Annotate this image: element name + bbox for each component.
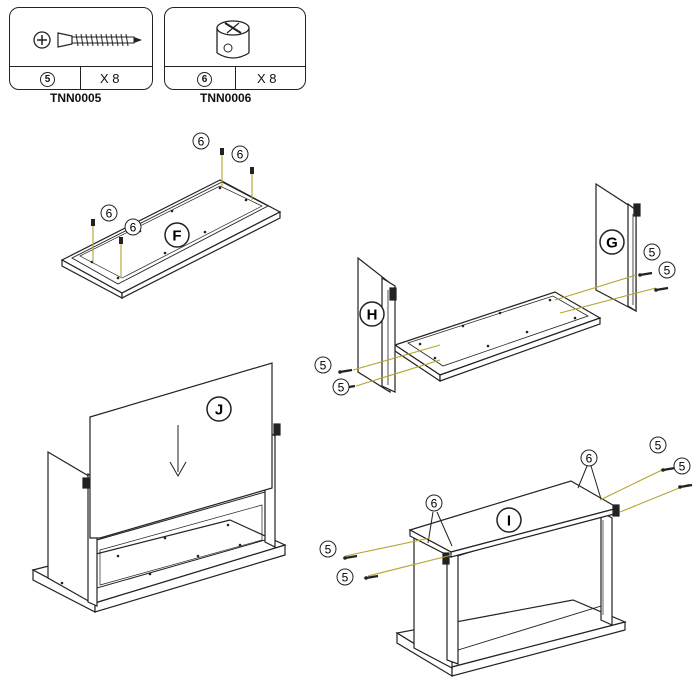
step-1-panel-f xyxy=(60,148,282,299)
callout-screw-label: 5 xyxy=(325,543,332,557)
panel-f-letter: F xyxy=(172,228,181,245)
step-2-guides xyxy=(352,274,657,387)
panel-g-letter: G xyxy=(606,235,618,252)
callout-screw: 5 5 5 5 xyxy=(314,243,676,396)
step-2-base xyxy=(393,291,602,383)
divider xyxy=(10,66,152,67)
cam-lock-icon xyxy=(216,20,250,59)
callout-screw: 5 5 5 5 xyxy=(319,436,691,586)
panel-label-g: G xyxy=(599,229,625,255)
part-code-tnn0005: TNN0005 xyxy=(50,91,102,105)
panel-j-letter: J xyxy=(215,402,223,419)
callout-cam-label: 6 xyxy=(586,452,593,466)
hardware-box-cam-lock: 6 X 8 xyxy=(164,7,306,90)
callout-screw-label: 5 xyxy=(679,460,686,474)
step-4-guides xyxy=(344,468,690,577)
step-3-panel-j xyxy=(89,362,273,539)
part-code-tnn0006: TNN0006 xyxy=(200,91,252,105)
callout-screw-label: 5 xyxy=(338,381,345,395)
screw-icon xyxy=(33,31,142,49)
callout-screw-label: 5 xyxy=(664,264,671,278)
hardware-box-screw: 5 X 8 xyxy=(9,7,153,90)
callout-screw-label: 5 xyxy=(342,571,349,585)
panel-label-i: I xyxy=(496,507,522,533)
callout-cam: 6 6 xyxy=(425,449,598,512)
step-4-carcass xyxy=(395,480,627,678)
divider xyxy=(80,66,81,89)
divider xyxy=(235,66,236,89)
callout-cam: 6 6 6 6 xyxy=(100,132,249,236)
part-number-5: 5 xyxy=(40,72,55,87)
quantity-label: X 8 xyxy=(100,71,120,86)
panel-h-letter: H xyxy=(367,307,378,324)
panel-label-h: H xyxy=(359,301,385,327)
callout-cam-label: 6 xyxy=(130,221,137,235)
part-number-6: 6 xyxy=(197,72,212,87)
panel-i-letter: I xyxy=(507,513,511,530)
callout-cam-label: 6 xyxy=(198,135,205,149)
panel-label-f: F xyxy=(164,222,190,248)
callout-cam-label: 6 xyxy=(431,497,438,511)
panel-label-j: J xyxy=(206,396,232,422)
callout-cam-label: 6 xyxy=(106,207,113,221)
quantity-label: X 8 xyxy=(257,71,277,86)
callout-screw-label: 5 xyxy=(649,246,656,260)
callout-screw-label: 5 xyxy=(320,359,327,373)
callout-screw-label: 5 xyxy=(655,439,662,453)
callout-cam-label: 6 xyxy=(237,148,244,162)
